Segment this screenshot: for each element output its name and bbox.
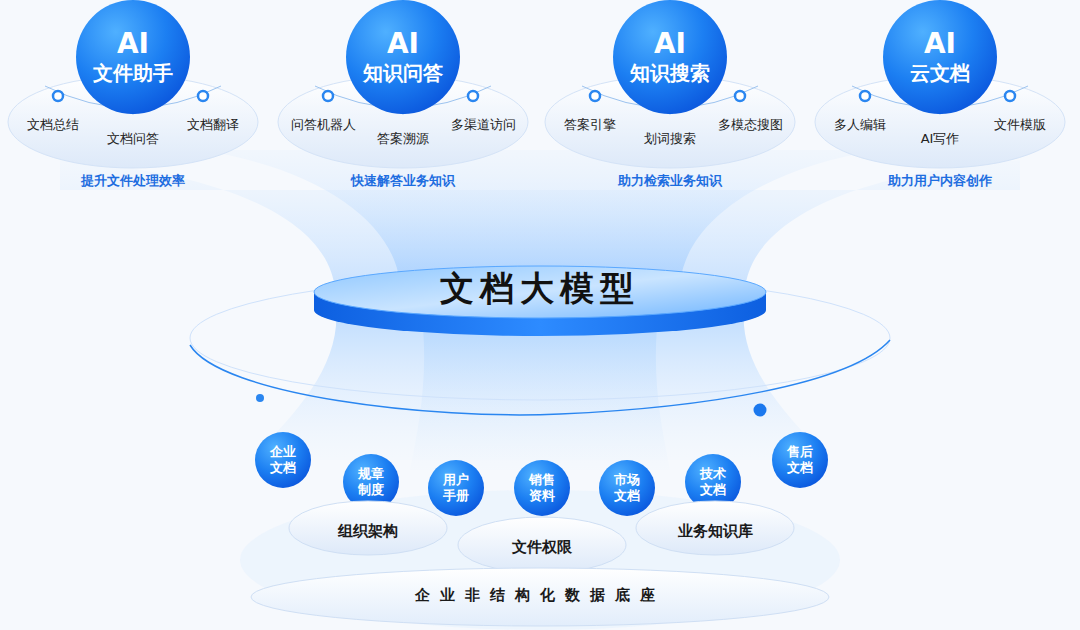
node-text: 文件权限 — [512, 538, 572, 557]
feature-label: 文档问答 — [107, 130, 159, 148]
platform-band: 文件权限 — [457, 516, 627, 574]
feature-dot — [860, 91, 870, 101]
doc-type-circle: 用户 手册 — [428, 460, 484, 516]
circle-shape — [346, 0, 460, 114]
node-content: 文档大模型 — [314, 258, 766, 338]
node-text: AI — [924, 28, 956, 60]
feature-label: 答案引擎 — [564, 116, 616, 134]
node-content: 企业非结构化数据底座 — [250, 567, 830, 627]
node-content: AI文件助手 — [76, 0, 190, 114]
node-text: 售后 文档 — [785, 444, 815, 476]
node-text: AI — [117, 28, 149, 60]
ai-module-circle: AI云文档 — [883, 0, 997, 114]
node-content: 组织架构 — [288, 500, 448, 556]
node-content: 文件权限 — [457, 516, 627, 574]
node-text: 用户 手册 — [441, 472, 471, 504]
node-content: 销售 资料 — [514, 460, 570, 516]
node-text: 知识问答 — [363, 60, 443, 86]
circle-shape — [76, 0, 190, 114]
node-text: 组织架构 — [338, 522, 398, 541]
doc-type-circle: 销售 资料 — [514, 460, 570, 516]
circle-shape — [772, 432, 828, 488]
node-text: AI — [654, 28, 686, 60]
node-content: 市场 文档 — [599, 460, 655, 516]
subtitle-label: 快速解答业务知识 — [351, 172, 455, 190]
doc-type-circle: 售后 文档 — [772, 432, 828, 488]
feature-dot — [53, 91, 63, 101]
feature-dot — [468, 91, 478, 101]
feature-label: 问答机器人 — [291, 116, 356, 134]
node-content: 售后 文档 — [772, 432, 828, 488]
ai-module-circle: AI知识问答 — [346, 0, 460, 114]
subtitle-label: 助力用户内容创作 — [888, 172, 992, 190]
band-shape — [636, 501, 794, 555]
circle-shape — [883, 0, 997, 114]
feature-label: 划词搜索 — [644, 130, 696, 148]
feature-label: 文档总结 — [27, 116, 79, 134]
node-content: AI云文档 — [883, 0, 997, 114]
band-shape — [458, 517, 626, 573]
platform-band: 业务知识库 — [635, 500, 795, 556]
feature-dot — [590, 91, 600, 101]
node-text: 市场 文档 — [612, 472, 642, 504]
circle-shape — [599, 460, 655, 516]
circle-shape — [428, 460, 484, 516]
ai-module-circle: AI知识搜索 — [613, 0, 727, 114]
disc-top — [314, 266, 766, 318]
data-base-platform: 企业非结构化数据底座 — [250, 567, 830, 627]
node-text: 业务知识库 — [678, 522, 753, 541]
node-text: AI — [387, 28, 419, 60]
node-content: AI知识问答 — [346, 0, 460, 114]
node-text: 知识搜索 — [630, 60, 710, 86]
feature-dot — [323, 91, 333, 101]
feature-label: 多渠道访问 — [451, 116, 516, 134]
node-text: 销售 资料 — [527, 472, 557, 504]
doc-type-circle: 市场 文档 — [599, 460, 655, 516]
band-shape — [251, 568, 829, 626]
node-text: 文件助手 — [93, 60, 173, 86]
subtitle-label: 提升文件处理效率 — [81, 172, 185, 190]
node-text: 云文档 — [910, 60, 970, 86]
feature-dots — [53, 91, 1015, 113]
ai-module-circle: AI文件助手 — [76, 0, 190, 114]
feature-label: 文档翻译 — [187, 116, 239, 134]
feature-label: AI写作 — [921, 130, 960, 148]
doc-type-circle: 企业 文档 — [255, 432, 311, 488]
circle-shape — [514, 460, 570, 516]
platform-arcs — [45, 86, 1028, 108]
node-text: 规章 制度 — [356, 466, 386, 498]
feature-label: 文件模版 — [994, 116, 1046, 134]
band-shape — [289, 501, 447, 555]
node-content: 业务知识库 — [635, 500, 795, 556]
feature-label: 多模态搜图 — [718, 116, 783, 134]
feature-dot — [198, 91, 208, 101]
feature-label: 答案溯源 — [377, 130, 429, 148]
node-content: 企业 文档 — [255, 432, 311, 488]
feature-label: 多人编辑 — [834, 116, 886, 134]
feature-dot — [1005, 91, 1015, 101]
model-disc: 文档大模型 — [314, 258, 766, 338]
node-content: 用户 手册 — [428, 460, 484, 516]
node-text: 技术 文档 — [698, 466, 728, 498]
node-content: AI知识搜索 — [613, 0, 727, 114]
platform-band: 组织架构 — [288, 500, 448, 556]
node-text: 企业 文档 — [268, 444, 298, 476]
feature-dot — [735, 91, 745, 101]
node-text: 企业非结构化数据底座 — [415, 586, 665, 605]
node-text: 文档大模型 — [440, 266, 640, 312]
circle-shape — [613, 0, 727, 114]
circle-shape — [255, 432, 311, 488]
subtitle-label: 助力检索业务知识 — [618, 172, 722, 190]
